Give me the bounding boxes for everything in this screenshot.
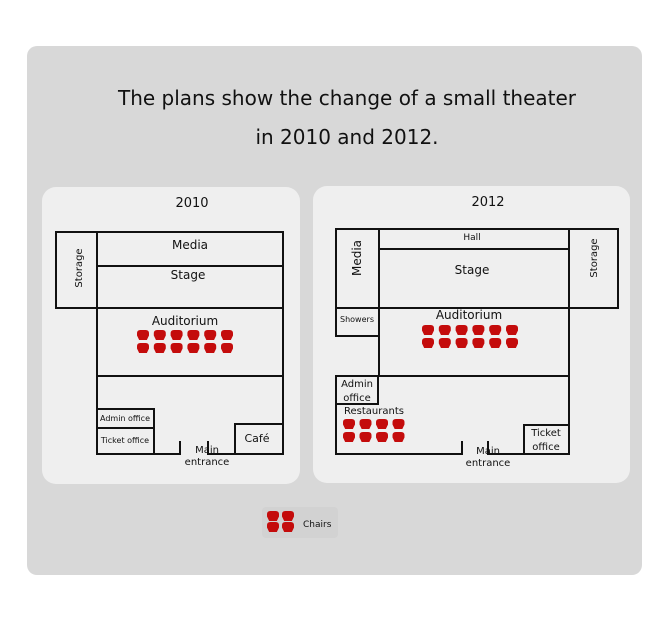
plan-2012-chair-icon [506,338,518,348]
plan-2012-admin-office [335,375,379,405]
legend-chairs-label: Chairs [303,520,332,530]
plan-2010-cafe [234,423,284,455]
plan-2012-chair-icon [489,338,502,348]
plan-2010-admin-office-label: Admin office [100,414,150,423]
diagram-title-line1: The plans show the change of a small the… [117,86,577,110]
plan-2012-chair-icon [455,338,468,348]
plan-2012-restaurant-chair-icon [392,419,405,429]
plan-2012-restaurant-chair-icon [343,419,355,429]
plan-2010-main-entrance-label-2: entrance [185,457,230,468]
plan-2010-chair-icon [187,330,200,340]
plan-2012-chairs [422,325,518,348]
plan-2012-restaurant-chairs [343,419,405,442]
plan-2010-ticket-office-label: Ticket office [100,436,149,445]
plan-2010-cafe-label: Café [244,432,269,445]
plan-2012: 2012 Media Hall Stage Storage Showers Au… [313,186,630,483]
plan-2010-chair-icon [204,343,217,353]
plan-2012-chair-icon [455,325,468,335]
plan-2012-chair-icon [422,325,434,335]
plan-2012-stage-label: Stage [455,263,490,277]
legend-chair-icon [267,522,279,532]
plan-2010-media-label: Media [172,238,208,252]
plan-2012-chair-icon [438,338,451,348]
plan-2012-chair-icon [472,325,485,335]
plan-2010-chair-icon [221,343,233,353]
plan-2012-chair-icon [422,338,434,348]
plan-2010-chair-icon [153,330,166,340]
legend-chair-icon [282,511,294,521]
plan-2010-auditorium-room [96,307,284,377]
plan-2010-chair-icon [187,343,200,353]
plan-2012-ticket-office-label-1: Ticket [530,428,561,439]
plan-2012-hall-label: Hall [463,233,480,243]
plan-2010-chair-icon [153,343,166,353]
plan-2012-media-label: Media [350,240,364,276]
plan-2010-chair-icon [170,343,183,353]
plan-2012-year: 2012 [471,195,504,210]
plan-2010-main-entrance-label-1: Main [195,445,219,456]
plan-2010-chair-icon [137,343,149,353]
plan-2010-chair-icon [137,330,149,340]
plan-2012-restaurant-chair-icon [343,432,355,442]
plan-2012-ticket-office-label-2: office [532,442,559,453]
plan-2012-auditorium-label: Auditorium [436,308,502,322]
plan-2012-admin-office-label-2: office [343,393,370,404]
plan-2010-year: 2010 [175,196,208,211]
plan-2010-stage-label: Stage [171,268,206,282]
plan-2012-chair-icon [438,325,451,335]
plan-2010-storage-label: Storage [74,248,85,287]
plan-2012-chair-icon [472,338,485,348]
plan-2012-chair-icon [506,325,518,335]
plan-2012-main-entrance-label-2: entrance [466,458,511,469]
legend-chair-icon [267,511,294,532]
plan-2012-admin-office-label-1: Admin [341,379,373,390]
plan-2012-showers-label: Showers [340,315,374,324]
plan-2012-restaurant-chair-icon [359,432,372,442]
plan-2012-restaurant-chair-icon [359,419,372,429]
plan-2012-restaurants-label: Restaurants [344,406,404,417]
plan-2012-restaurant-chair-icon [376,432,388,442]
plan-2012-storage-room [568,228,619,309]
plan-2012-chair-icon [489,325,502,335]
plan-2010-chair-icon [221,330,233,340]
plan-2012-ticket-office [523,424,570,455]
plan-2012-storage-label: Storage [589,238,600,277]
plan-2010-auditorium-label: Auditorium [152,314,218,328]
plan-2010-chair-icon [204,330,217,340]
plan-2012-panel [313,186,630,483]
legend-chair-icon [267,511,279,521]
plan-2012-restaurant-chair-icon [392,432,405,442]
legend-chair-icon [282,522,294,532]
legend-box [262,507,338,538]
plan-2010-chairs [137,330,233,353]
plan-2012-restaurant-chair-icon [376,419,388,429]
diagram-title-line2: in 2010 and 2012. [255,125,438,149]
legend: Chairs [262,507,338,538]
plan-2010-chair-icon [170,330,183,340]
plan-2010: 2010 Storage Media Stage Auditorium Admi… [42,187,300,484]
plan-2012-main-entrance-label-1: Main [476,446,500,457]
plan-2010-ticket-office [96,427,155,455]
